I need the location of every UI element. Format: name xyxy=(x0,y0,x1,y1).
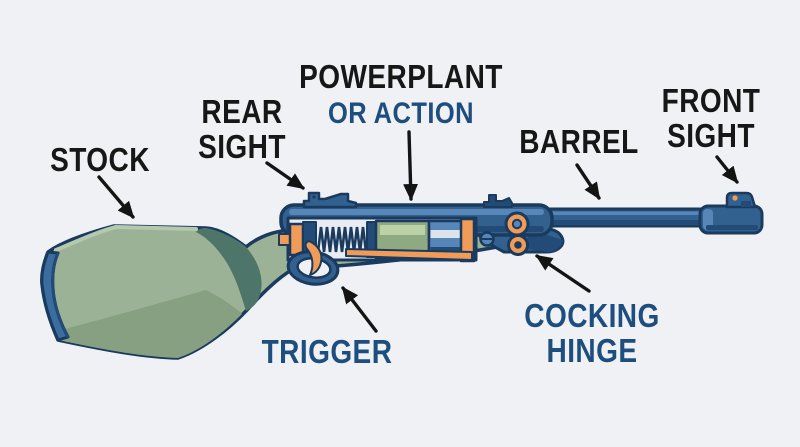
forearm-screw xyxy=(479,231,495,247)
mainspring xyxy=(316,226,368,253)
grip-shading xyxy=(196,228,262,311)
rear-sight-shape xyxy=(302,191,358,209)
callout-arrows xyxy=(97,130,739,333)
label-powerplant: POWERPLANT OR ACTION xyxy=(299,58,503,130)
label-trigger: TRIGGER xyxy=(261,333,393,370)
label-front-sight: FRONT SIGHT xyxy=(661,82,761,154)
front-sight-dot xyxy=(732,195,738,201)
arrow-stock xyxy=(97,175,135,219)
arrow-front-sight xyxy=(715,155,739,184)
arrow-barrel xyxy=(575,163,601,200)
breech-seal-band xyxy=(459,217,476,263)
barrel-shape xyxy=(538,207,708,228)
cocking-lever xyxy=(345,248,473,261)
label-rear-sight: REAR SIGHT xyxy=(198,93,286,165)
front-sight-shape xyxy=(725,191,757,209)
rifle xyxy=(40,191,764,360)
spring-adjuster xyxy=(278,233,291,246)
arrow-trigger xyxy=(341,286,378,333)
comb-highlight xyxy=(54,224,198,252)
breech-sight-shape xyxy=(483,194,513,208)
arrow-rear-sight xyxy=(265,161,305,190)
label-barrel: BARREL xyxy=(519,123,639,160)
muzzle xyxy=(698,204,764,235)
cocking-hinge-rings xyxy=(504,211,530,256)
arrow-powerplant xyxy=(403,130,419,202)
stock-shadow xyxy=(57,290,242,358)
spring-cap xyxy=(288,222,305,257)
label-cocking-hinge: COCKING HINGE xyxy=(524,297,660,369)
arrow-cocking-hinge xyxy=(535,254,591,293)
trigger-shape xyxy=(304,240,323,276)
butt-plate xyxy=(40,250,70,342)
label-stock: STOCK xyxy=(50,141,150,178)
